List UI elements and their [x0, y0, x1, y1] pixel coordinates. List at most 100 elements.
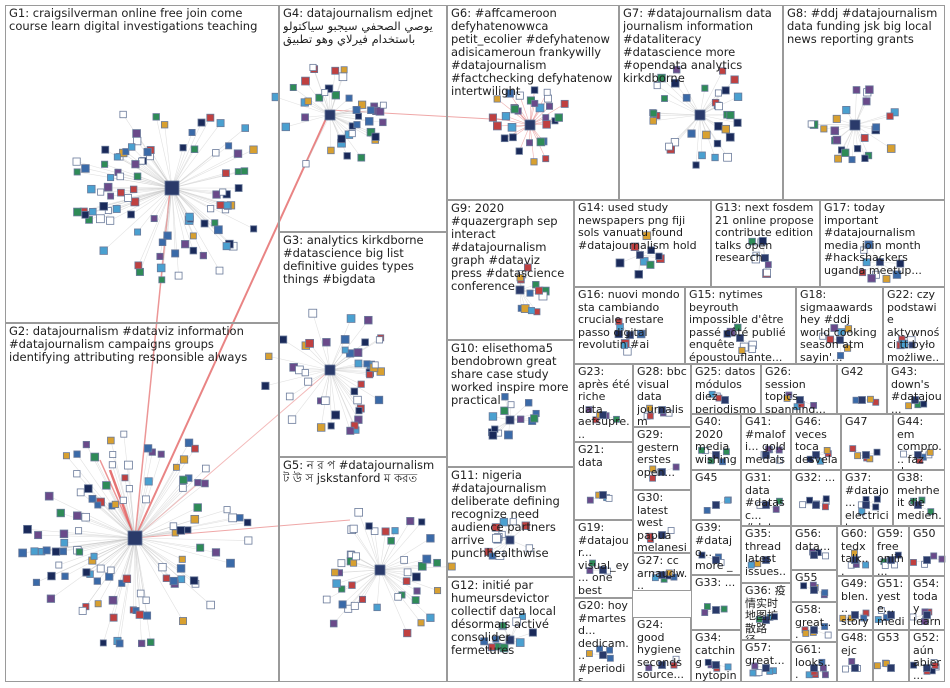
- group-label: G24: good hygiene seconds source...: [637, 619, 688, 681]
- group-label: G35: thread latest issues...: [745, 528, 788, 582]
- group-g17: G17: today important #datajournalism med…: [820, 200, 945, 287]
- group-g27: G27: cc arnaudw... ezekiel_be: [633, 553, 691, 591]
- group-label: G4: datajournalism edjnet يوصي الصحفي سي…: [283, 7, 444, 231]
- group-label: G56: data...: [795, 528, 834, 569]
- group-label: G19: #datajour... visual_ey... one best …: [578, 522, 630, 597]
- group-g59: G59: free onlin...: [873, 526, 909, 576]
- group-g1: G1: craigsilverman online free join come…: [5, 5, 279, 323]
- group-label: G2: datajournalism #dataviz information …: [9, 325, 276, 681]
- group-g12: G12: initié par humeursdevictor collecti…: [447, 577, 574, 682]
- group-g40: G40: 2020 media wishing...: [691, 414, 741, 470]
- group-label: G29: gestern erstes open...: [637, 429, 688, 489]
- group-g45: G45: [691, 470, 741, 520]
- group-g34: G34: catching nytopini...: [691, 630, 741, 682]
- group-g46: G46: veces toca desvela...: [791, 414, 841, 470]
- group-g57: G57: great...: [741, 640, 791, 682]
- group-g24: G24: good hygiene seconds source...: [633, 617, 691, 682]
- group-g29: G29: gestern erstes open...: [633, 427, 691, 490]
- group-g37: G37: #datajo... electricity emissio...: [841, 470, 893, 526]
- group-label: G21: data: [578, 444, 630, 519]
- group-label: G10: elisethoma5 bendobrown great share …: [451, 342, 571, 466]
- group-g19: G19: #datajour... visual_ey... one best …: [574, 520, 633, 598]
- group-g32: G32: ...: [791, 470, 841, 526]
- group-label: G17: today important #datajournalism med…: [824, 202, 942, 286]
- group-g55: G55: [791, 570, 837, 602]
- group-g54: G54: today learn...: [909, 576, 945, 630]
- group-g30: G30: latest west papua melanesi...: [633, 490, 691, 553]
- group-label: G11: nigeria #datajournalism deliberate …: [451, 469, 571, 576]
- group-g43: G43: down's #datajou...: [887, 364, 945, 414]
- group-g51: G51: yeste... medi...: [873, 576, 909, 630]
- group-g26: G26: session topics spanning...: [761, 364, 837, 414]
- group-label: G28: bbc visual data journalism team...: [637, 366, 688, 426]
- group-label: G51: yeste... medi...: [877, 578, 906, 629]
- group-g18: G18: sigmaawards hey #ddj world cooking …: [796, 287, 883, 364]
- group-label: G25: datos módulos diez periodismo...: [695, 366, 758, 413]
- group-g22: G22: czy podstawie aktywności tt było mo…: [883, 287, 945, 364]
- group-g41: G41: #malofi... gold medals...: [741, 414, 791, 470]
- group-g6: G6: #affcameroon defyhatenowwca petit_ec…: [447, 5, 619, 200]
- group-g20: G20: hoy #martesd... dedicam... #periodi…: [574, 598, 633, 682]
- group-g39: G39: #datajo... more _: [691, 520, 741, 575]
- group-g3: G3: analytics kirkdborne #datascience bi…: [279, 232, 447, 457]
- group-g16: G16: nuovi mondo sta cambiando cruciale …: [574, 287, 685, 364]
- group-g44: G44: em compro... faz desse...: [893, 414, 945, 470]
- group-label: G1: craigsilverman online free join come…: [9, 7, 276, 322]
- group-label: G27: cc arnaudw... ezekiel_be: [637, 555, 688, 590]
- group-g50: G50: [909, 526, 945, 576]
- group-g58: G58: great...: [791, 602, 837, 642]
- group-g56: G56: data...: [791, 526, 837, 570]
- group-label: G37: #datajo... electricity emissio...: [845, 472, 890, 525]
- group-g23: G23: après été riche data aefsupre... au…: [574, 364, 633, 442]
- group-g52: G52: aún abier...: [909, 630, 945, 682]
- group-g31: G31: data #datasc... #datavi...: [741, 470, 791, 526]
- group-g10: G10: elisethoma5 bendobrown great share …: [447, 340, 574, 467]
- group-g14: G14: used study newspapers png fiji sols…: [574, 200, 711, 287]
- group-g13: G13: next fosdem 21 online propose contr…: [711, 200, 820, 287]
- group-label: G13: next fosdem 21 online propose contr…: [715, 202, 817, 286]
- group-label: G43: down's #datajou...: [891, 366, 942, 413]
- group-g28: G28: bbc visual data journalism team...: [633, 364, 691, 427]
- group-g33: G33: ...: [691, 575, 741, 630]
- group-label: G55: [795, 572, 834, 601]
- group-label: G53: [877, 632, 906, 681]
- group-label: G16: nuovi mondo sta cambiando cruciale …: [578, 289, 682, 363]
- group-label: G34: catching nytopini...: [695, 632, 738, 681]
- group-label: G5: ন র প #datajournalism ট উ স jskstanf…: [283, 459, 444, 681]
- group-g61: G61: looks...: [791, 642, 837, 682]
- group-label: G38: mehrheit die medien...: [897, 472, 942, 525]
- group-label: G15: nytimes beyrouth impossible d'être …: [689, 289, 793, 363]
- group-g48: G48: ejc: [837, 630, 873, 682]
- group-g9: G9: 2020 #quazergraph sep interact #data…: [447, 200, 574, 340]
- group-label: G49: blen... story...: [841, 578, 870, 629]
- group-label: G48: ejc: [841, 632, 870, 681]
- group-label: G26: session topics spanning...: [765, 366, 834, 413]
- group-g35: G35: thread latest issues...: [741, 526, 791, 583]
- group-label: G36: 疫情实时地图扩散路径...: [745, 585, 788, 639]
- group-label: G45: [695, 472, 738, 519]
- group-label: G58: great...: [795, 604, 834, 641]
- group-label: G59: free onlin...: [877, 528, 906, 575]
- group-label: G9: 2020 #quazergraph sep interact #data…: [451, 202, 571, 339]
- group-label: G14: used study newspapers png fiji sols…: [578, 202, 708, 286]
- group-label: G33: ...: [695, 577, 738, 629]
- group-g60: G60: tedx talk...: [837, 526, 873, 576]
- group-label: G23: après été riche data aefsupre... au…: [578, 366, 630, 441]
- group-g47: G47: [841, 414, 893, 470]
- group-label: G54: today learn...: [913, 578, 942, 629]
- group-g7: G7: #datajournalism data journalism info…: [619, 5, 783, 200]
- group-g2: G2: datajournalism #dataviz information …: [5, 323, 279, 682]
- group-g38: G38: mehrheit die medien...: [893, 470, 945, 526]
- group-label: G20: hoy #martesd... dedicam... #periodi…: [578, 600, 630, 681]
- group-g11: G11: nigeria #datajournalism deliberate …: [447, 467, 574, 577]
- group-g49: G49: blen... story...: [837, 576, 873, 630]
- group-label: G39: #datajo... more _: [695, 522, 738, 574]
- group-label: G52: aún abier...: [913, 632, 942, 681]
- group-label: G46: veces toca desvela...: [795, 416, 838, 469]
- group-g15: G15: nytimes beyrouth impossible d'être …: [685, 287, 796, 364]
- group-label: G47: [845, 416, 890, 469]
- group-g21: G21: data: [574, 442, 633, 520]
- group-g25: G25: datos módulos diez periodismo...: [691, 364, 761, 414]
- group-label: G50: [913, 528, 942, 575]
- group-label: G7: #datajournalism data journalism info…: [623, 7, 780, 199]
